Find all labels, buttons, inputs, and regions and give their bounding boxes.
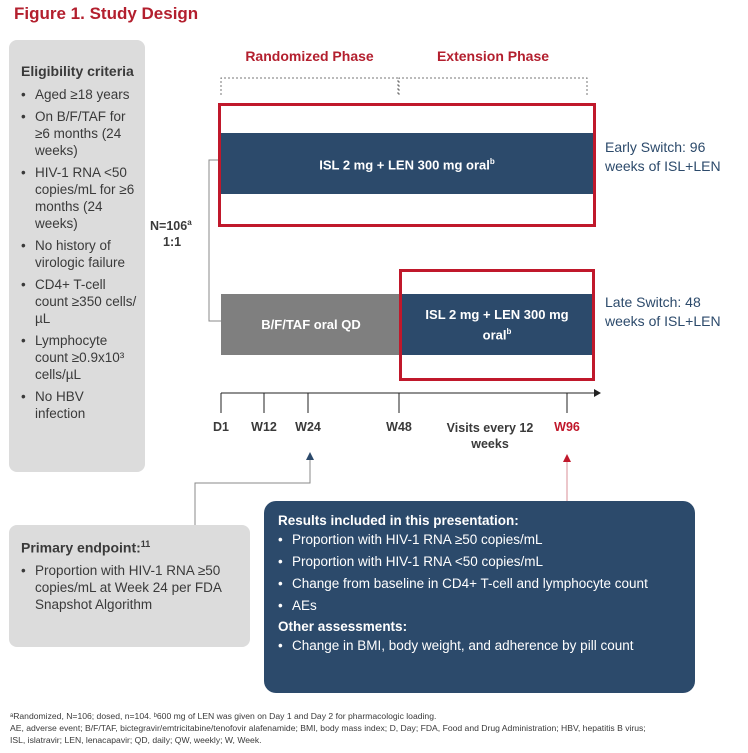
- eligibility-item: Aged ≥18 years: [21, 86, 137, 103]
- eligibility-item: On B/F/TAF for ≥6 months (24 weeks): [21, 108, 137, 159]
- visits-label: Visits every 12 weeks: [446, 421, 534, 451]
- randomization-ratio: 1:1: [163, 235, 182, 249]
- other-assessments-item: Change in BMI, body weight, and adherenc…: [278, 637, 685, 654]
- results-title: Results included in this presentation:: [278, 513, 519, 528]
- other-assessments-title: Other assessments:: [278, 619, 408, 634]
- footnote-line: ISL, islatravir; LEN, lenacapavir; QD, d…: [10, 735, 262, 745]
- late-switch-label: Late Switch: 48 weeks of ISL+LEN: [605, 294, 721, 329]
- footnote-line: ᵃRandomized, N=106; dosed, n=104. ᵇ600 m…: [10, 711, 437, 721]
- primary-endpoint-title: Primary endpoint:11: [21, 539, 151, 556]
- tick-label-w12: W12: [251, 420, 277, 434]
- primary-endpoint-pointer: [194, 456, 311, 525]
- eligibility-title: Eligibility criteria: [21, 63, 134, 79]
- tick-label-d1: D1: [213, 420, 229, 434]
- extension-phase-header: Extension Phase: [436, 48, 550, 64]
- results-item: Change from baseline in CD4+ T-cell and …: [278, 575, 685, 592]
- extension-bracket: [398, 77, 588, 95]
- eligibility-item: No history of virologic failure: [21, 237, 137, 271]
- eligibility-list: Aged ≥18 years On B/F/TAF for ≥6 months …: [21, 86, 137, 422]
- early-switch-bar: ISL 2 mg + LEN 300 mg oralb: [221, 133, 593, 194]
- tick-label-w24: W24: [295, 420, 321, 434]
- late-switch-frame: [399, 269, 595, 381]
- timeline-arrowhead: [594, 389, 601, 397]
- footnotes: ᵃRandomized, N=106; dosed, n=104. ᵇ600 m…: [10, 710, 740, 746]
- primary-endpoint-item: Proportion with HIV-1 RNA ≥50 copies/mL …: [21, 562, 240, 613]
- primary-endpoint-panel: Primary endpoint:11 Proportion with HIV-…: [9, 525, 250, 647]
- early-switch-frame: [218, 103, 596, 227]
- randomized-bracket: [220, 77, 399, 95]
- randomized-phase-header: Randomized Phase: [245, 48, 374, 64]
- tick-label-w96: W96: [554, 420, 580, 434]
- figure-title: Figure 1. Study Design: [14, 4, 199, 23]
- randomization-fork: [208, 159, 221, 322]
- early-switch-bar-label: ISL 2 mg + LEN 300 mg oralb: [319, 157, 495, 173]
- results-panel: Results included in this presentation: P…: [264, 501, 695, 693]
- eligibility-item: Lymphocyte count ≥0.9x10³ cells/µL: [21, 332, 137, 383]
- eligibility-item: CD4+ T-cell count ≥350 cells/µL: [21, 276, 137, 327]
- w24-arrowhead: [306, 452, 314, 460]
- w96-arrowhead: [563, 454, 571, 462]
- results-item: Proportion with HIV-1 RNA <50 copies/mL: [278, 553, 685, 570]
- tick-label-w48: W48: [386, 420, 412, 434]
- eligibility-item: HIV-1 RNA <50 copies/mL for ≥6 months (2…: [21, 164, 137, 232]
- results-item: Proportion with HIV-1 RNA ≥50 copies/mL: [278, 531, 685, 548]
- early-switch-label: Early Switch: 96 weeks of ISL+LEN: [605, 139, 721, 174]
- late-switch-navy-bar: ISL 2 mg + LEN 300 mg oralb: [401, 294, 593, 355]
- late-switch-navy-bar-label: ISL 2 mg + LEN 300 mg oralb: [425, 306, 569, 343]
- late-switch-grey-bar: B/F/TAF oral QD: [221, 294, 401, 355]
- footnote-line: AE, adverse event; B/F/TAF, bictegravir/…: [10, 723, 646, 733]
- eligibility-panel: Eligibility criteria Aged ≥18 years On B…: [9, 40, 145, 472]
- eligibility-item: No HBV infection: [21, 388, 137, 422]
- results-item: AEs: [278, 597, 685, 614]
- randomization-n: N=106a: [150, 218, 192, 234]
